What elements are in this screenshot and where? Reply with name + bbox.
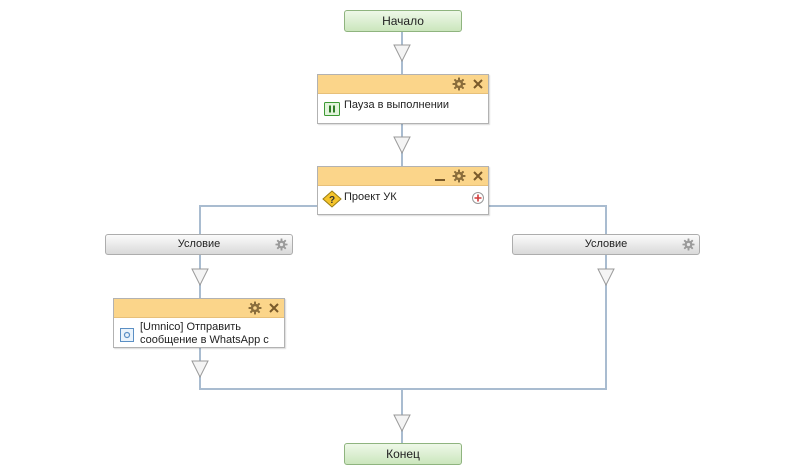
pause-block[interactable]: Пауза в выполнении (317, 74, 489, 124)
condition-label: Условие (177, 238, 221, 250)
connector-left-branch-down (199, 205, 201, 235)
connector-right-cond-merge (605, 254, 607, 389)
gear-icon[interactable] (452, 77, 466, 91)
gear-icon[interactable] (248, 301, 262, 315)
block-header (114, 299, 284, 318)
flow-arrow-icon (393, 414, 411, 432)
close-icon[interactable] (471, 169, 485, 183)
block-body: ? Проект УК (318, 186, 488, 208)
connector-right-branch-down (605, 205, 607, 235)
flow-arrow-icon (597, 268, 615, 286)
condition-diamond-icon: ? (322, 190, 342, 208)
block-header (318, 167, 488, 186)
flow-arrow-icon (191, 268, 209, 286)
condition-left[interactable]: Условие (105, 234, 293, 255)
block-label: Пауза в выполнении (344, 99, 450, 111)
task-icon (120, 328, 134, 342)
condition-right[interactable]: Условие (512, 234, 700, 255)
minus-icon[interactable] (433, 169, 447, 183)
condition-label: Условие (584, 238, 628, 250)
project-block[interactable]: ? Проект УК (317, 166, 489, 215)
add-branch-icon[interactable] (472, 192, 484, 204)
block-body: Пауза в выполнении (318, 94, 488, 116)
end-node[interactable]: Конец (344, 443, 462, 465)
block-body: [Umnico] Отправить сообщение в WhatsApp … (114, 318, 284, 347)
flow-arrow-icon (393, 136, 411, 154)
close-icon[interactable] (471, 77, 485, 91)
connector-merge-horizontal (199, 388, 607, 390)
block-label: Проект УК (344, 191, 397, 203)
gear-icon[interactable] (275, 238, 288, 251)
pause-icon (324, 102, 340, 116)
send-whatsapp-block[interactable]: [Umnico] Отправить сообщение в WhatsApp … (113, 298, 285, 348)
svg-text:?: ? (329, 195, 335, 206)
start-node[interactable]: Начало (344, 10, 462, 32)
flow-arrow-icon (393, 44, 411, 62)
close-icon[interactable] (267, 301, 281, 315)
flow-arrow-icon (191, 360, 209, 378)
block-header (318, 75, 488, 94)
gear-icon[interactable] (682, 238, 695, 251)
gear-icon[interactable] (452, 169, 466, 183)
block-label: [Umnico] Отправить сообщение в WhatsApp … (140, 321, 269, 346)
